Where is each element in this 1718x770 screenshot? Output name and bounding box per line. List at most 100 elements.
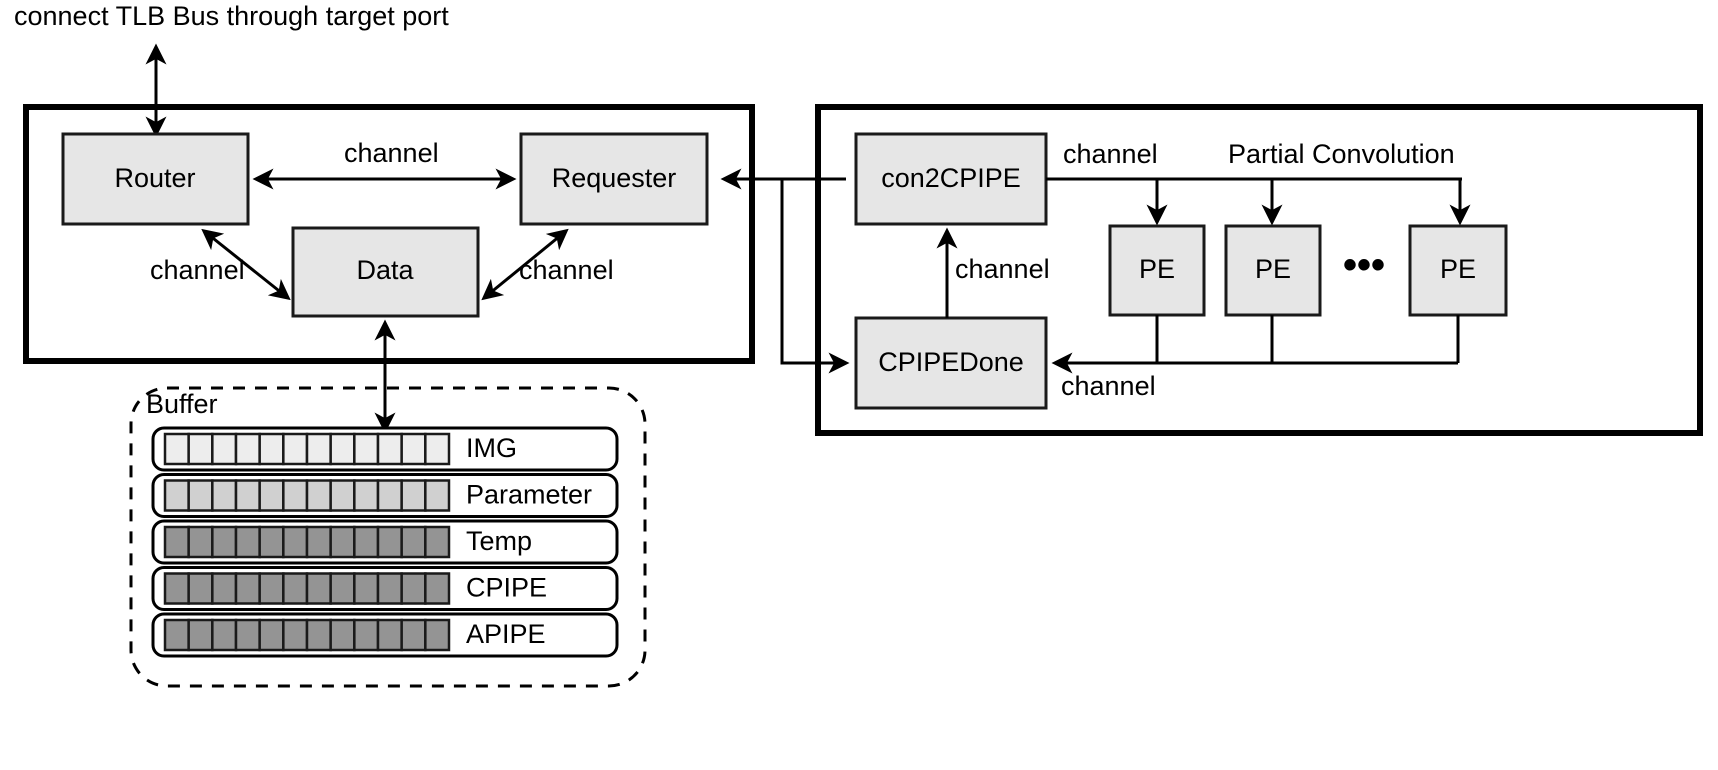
pe-ellipsis: ••• <box>1343 243 1385 287</box>
buffer-cell <box>187 618 214 652</box>
node-pe-1: PE <box>1108 224 1206 317</box>
buffer-cell <box>211 479 238 512</box>
edge-label-cpipedone-con2cpipe: channel <box>955 254 1050 284</box>
buffer-cell <box>234 479 261 512</box>
buffer-cell <box>258 432 285 466</box>
buffer-cell <box>305 618 332 652</box>
buffer-cell <box>258 525 285 559</box>
node-pe-2: PE <box>1224 224 1322 317</box>
buffer-cell <box>163 618 190 652</box>
buffer-cell <box>282 525 309 559</box>
buffer-cell <box>376 479 403 512</box>
buffer-cell <box>400 432 427 466</box>
edge-label-con2cpipe-pe: channel <box>1063 139 1158 169</box>
buffer-cell <box>211 618 238 652</box>
node-cpipedone: CPIPEDone <box>854 316 1048 410</box>
edge-label-router-requester: channel <box>344 138 439 168</box>
buffer-cell <box>234 618 261 652</box>
buffer-cell <box>187 525 214 559</box>
node-requester-label: Requester <box>552 163 677 193</box>
buffer-cell <box>163 572 190 605</box>
buffer-cell <box>305 525 332 559</box>
group-label-partial-convolution: Partial Convolution <box>1228 139 1455 169</box>
buffer-cell <box>329 618 356 652</box>
top-note: connect TLB Bus through target port <box>14 1 449 31</box>
node-router: Router <box>61 132 250 226</box>
buffer-title: Buffer <box>146 389 218 419</box>
buffer-cell <box>376 525 403 559</box>
buffer-row: APIPE <box>151 612 619 658</box>
buffer-cell <box>424 479 451 512</box>
buffer-row-label: CPIPE <box>466 573 547 603</box>
buffer-cell <box>305 479 332 512</box>
buffer-cell <box>163 432 190 466</box>
buffer-cell <box>211 525 238 559</box>
buffer-cell <box>187 432 214 466</box>
buffer-cell <box>258 572 285 605</box>
buffer-cell <box>234 525 261 559</box>
buffer-row-label: IMG <box>466 433 517 463</box>
buffer-cell <box>424 572 451 605</box>
edge-data-requester <box>481 228 569 301</box>
buffer-cell <box>234 432 261 466</box>
buffer-cell <box>400 479 427 512</box>
node-pe-1-label: PE <box>1139 254 1175 284</box>
buffer-row: IMG <box>151 426 619 472</box>
edge-label-data-requester: channel <box>519 255 614 285</box>
buffer-cell <box>329 432 356 466</box>
buffer-cell <box>353 525 380 559</box>
buffer-cell <box>282 618 309 652</box>
node-router-label: Router <box>114 163 195 193</box>
buffer-cell <box>258 618 285 652</box>
buffer-cell <box>400 525 427 559</box>
buffer-cell <box>211 572 238 605</box>
buffer-cell <box>163 479 190 512</box>
buffer-cell <box>187 572 214 605</box>
node-pe-3-label: PE <box>1440 254 1476 284</box>
node-pe-2-label: PE <box>1255 254 1291 284</box>
buffer-cell <box>282 572 309 605</box>
buffer-row: Parameter <box>151 473 619 518</box>
node-data-label: Data <box>356 255 414 285</box>
node-con2cpipe: con2CPIPE <box>854 132 1048 226</box>
buffer-cell <box>424 525 451 559</box>
node-data: Data <box>291 226 480 318</box>
buffer-row-label: APIPE <box>466 619 546 649</box>
node-con2cpipe-label: con2CPIPE <box>881 163 1021 193</box>
buffer-cell <box>234 572 261 605</box>
buffer-cell <box>400 618 427 652</box>
buffer-cell <box>282 432 309 466</box>
buffer-cell <box>353 572 380 605</box>
node-requester: Requester <box>519 132 709 226</box>
buffer-cell <box>329 479 356 512</box>
buffer-cell <box>211 432 238 466</box>
buffer-cell <box>305 572 332 605</box>
node-cpipedone-label: CPIPEDone <box>878 347 1024 377</box>
buffer-cell <box>400 572 427 605</box>
buffer-cell <box>353 432 380 466</box>
buffer-cell <box>424 618 451 652</box>
buffer-cell <box>376 432 403 466</box>
buffer-row: Temp <box>151 519 619 565</box>
buffer-container <box>129 386 647 688</box>
edge-label-pe-cpipedone: channel <box>1061 371 1156 401</box>
buffer-cell <box>353 479 380 512</box>
node-pe-3: PE <box>1408 224 1508 317</box>
buffer-row: CPIPE <box>151 566 619 611</box>
buffer-cell <box>376 572 403 605</box>
right-panel-border <box>815 104 1703 436</box>
buffer-cell <box>376 618 403 652</box>
edge-label-router-data: channel <box>150 255 245 285</box>
buffer-cell <box>258 479 285 512</box>
buffer-cell <box>187 479 214 512</box>
buffer-cell <box>163 525 190 559</box>
buffer-cell <box>282 479 309 512</box>
buffer-cell <box>329 572 356 605</box>
buffer-cell <box>424 432 451 466</box>
edge-requester-cpipedone <box>780 179 850 374</box>
buffer-row-label: Parameter <box>466 480 592 510</box>
buffer-cell <box>329 525 356 559</box>
